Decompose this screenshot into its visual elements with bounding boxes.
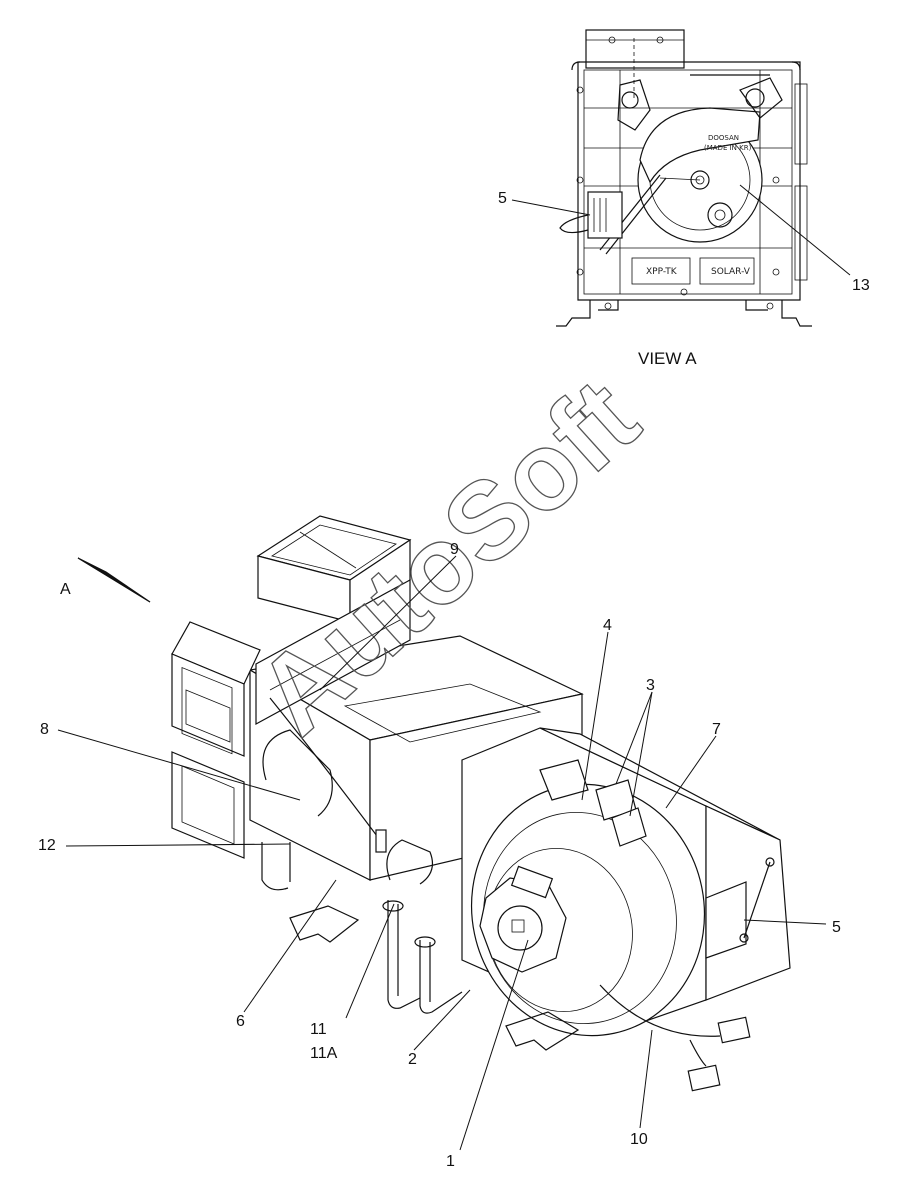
callout-5-main: 5 <box>832 919 841 936</box>
view-arrow-label: A <box>60 581 71 598</box>
callout-9: 9 <box>450 541 459 558</box>
small-print-2: (MADE IN KR) <box>704 144 752 152</box>
view-a-title: VIEW A <box>638 349 697 368</box>
callout-6: 6 <box>236 1013 245 1030</box>
callout-7: 7 <box>712 721 721 738</box>
callout-leaders <box>57 555 827 1151</box>
callout-11a: 11A <box>310 1045 338 1062</box>
callout-10: 10 <box>630 1131 648 1148</box>
nameplate-left-text: XPP-TK <box>646 267 678 277</box>
callout-5-view-a: 5 <box>498 190 507 207</box>
small-print-1: DOOSAN <box>708 134 739 142</box>
callout-11: 11 <box>310 1021 327 1038</box>
callout-2: 2 <box>408 1051 417 1068</box>
callout-8: 8 <box>40 721 49 738</box>
callout-13: 13 <box>852 277 870 294</box>
callout-3: 3 <box>646 677 655 694</box>
view-a-drawing: DOOSAN (MADE IN KR) XPP-TK SOLAR-V <box>556 29 812 327</box>
callout-4: 4 <box>603 617 612 634</box>
callout-12: 12 <box>38 837 56 854</box>
nameplate-right-text: SOLAR-V <box>711 267 751 277</box>
callout-1: 1 <box>446 1153 455 1170</box>
